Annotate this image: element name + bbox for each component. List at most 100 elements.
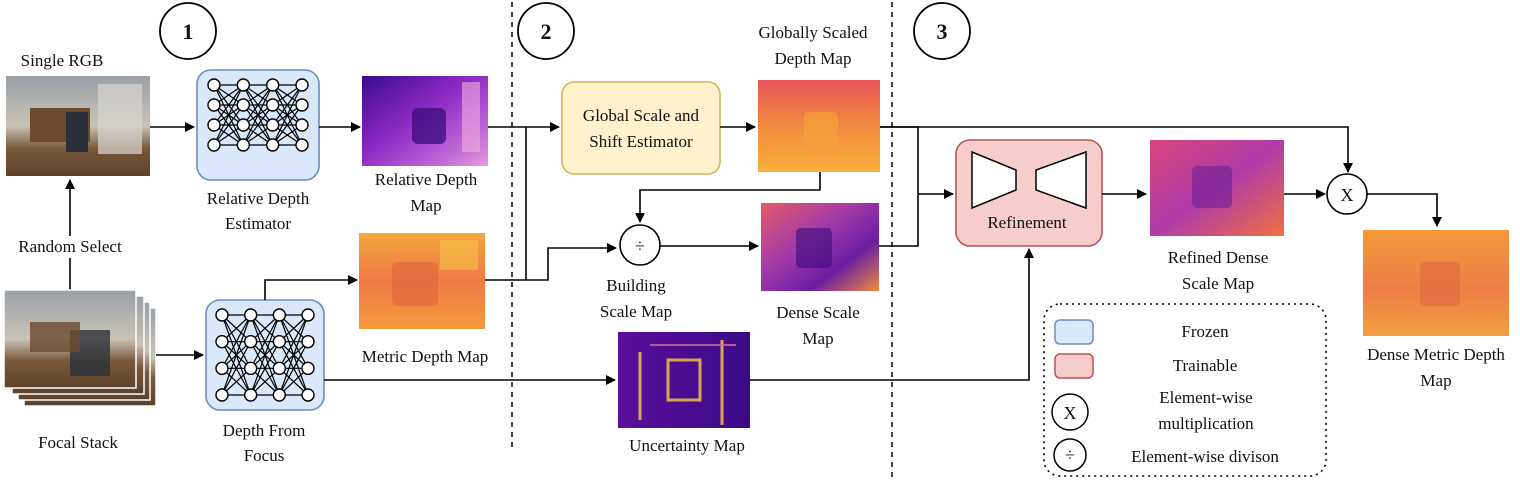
relative-depth-map-label-1: Relative Depth bbox=[375, 170, 478, 189]
network-edge bbox=[278, 314, 309, 369]
network-node bbox=[265, 118, 280, 132]
network-edge bbox=[213, 84, 244, 146]
legend-division-label: Element-wise divison bbox=[1131, 447, 1279, 466]
stage-1-number: 1 bbox=[183, 19, 194, 44]
network-node bbox=[215, 361, 229, 376]
depth-from-focus-label-2: Focus bbox=[244, 446, 285, 465]
globally-scaled-label-2: Depth Map bbox=[775, 49, 852, 68]
network-node bbox=[272, 334, 287, 349]
legend-multiply-symbol: X bbox=[1064, 403, 1077, 423]
network-node bbox=[272, 308, 287, 322]
network-edge bbox=[272, 104, 303, 146]
stage-2-marker: 2 bbox=[517, 2, 575, 60]
network-node bbox=[207, 118, 221, 132]
global-scale-label-1: Global Scale and bbox=[583, 106, 700, 125]
stage-1-marker: 1 bbox=[159, 2, 217, 60]
legend-trainable-label: Trainable bbox=[1173, 356, 1238, 375]
metric-depth-map-label: Metric Depth Map bbox=[362, 347, 489, 366]
network-node bbox=[272, 388, 287, 402]
focal-stack-label: Focal Stack bbox=[38, 433, 118, 452]
divide-operator: ÷ bbox=[619, 224, 661, 266]
network-edge bbox=[242, 104, 274, 146]
dense-scale-map-label-2: Map bbox=[802, 329, 833, 348]
legend-frozen-swatch bbox=[1054, 319, 1094, 345]
network-edge bbox=[221, 341, 252, 396]
network-node bbox=[295, 118, 309, 132]
legend-multiplication-label-1: Element-wise bbox=[1159, 388, 1252, 407]
global-scale-label-2: Shift Estimator bbox=[589, 132, 693, 151]
depth-from-focus-block bbox=[205, 299, 325, 411]
network-node bbox=[301, 361, 315, 376]
network-node bbox=[295, 78, 309, 92]
refinement-label: Refinement bbox=[987, 213, 1067, 232]
network-edge bbox=[221, 314, 252, 396]
decoder-shape bbox=[1035, 150, 1087, 210]
network-edge bbox=[221, 314, 252, 369]
network-node bbox=[295, 138, 309, 152]
network-node bbox=[215, 308, 229, 322]
legend-divide-symbol: ÷ bbox=[1065, 445, 1075, 465]
refined-map-label-2: Scale Map bbox=[1182, 274, 1254, 293]
legend: Frozen Trainable X Element-wise multipli… bbox=[1043, 303, 1327, 477]
building-scale-map-label-1: Building bbox=[606, 276, 666, 295]
network-edge bbox=[250, 314, 280, 396]
relative-depth-estimator-block bbox=[196, 69, 320, 181]
metric-depth-map-image bbox=[359, 233, 485, 329]
dff-to-metric-map-arrow bbox=[264, 275, 358, 300]
network-node bbox=[215, 388, 229, 402]
depth-from-focus-label-1: Depth From bbox=[223, 421, 306, 440]
network-node bbox=[243, 388, 258, 402]
network-node bbox=[243, 308, 258, 322]
relative-depth-map-label-2: Map bbox=[410, 196, 441, 215]
multiply-operator: X bbox=[1326, 173, 1368, 215]
network-edge bbox=[278, 341, 309, 396]
network-edge bbox=[242, 84, 274, 146]
global-map-to-refinement bbox=[880, 126, 919, 194]
network-node bbox=[236, 118, 251, 132]
network-node bbox=[215, 334, 229, 349]
legend-trainable-swatch bbox=[1054, 353, 1094, 379]
dense-scale-map-image bbox=[761, 203, 879, 291]
network-edge bbox=[213, 84, 244, 126]
random-select-label: Random Select bbox=[18, 237, 122, 256]
single-rgb-label: Single RGB bbox=[21, 51, 104, 70]
network-icon bbox=[207, 78, 309, 152]
network-node bbox=[236, 98, 251, 112]
network-edge bbox=[278, 314, 309, 396]
network-node bbox=[301, 388, 315, 402]
uncertainty-to-refinement-arrow bbox=[750, 248, 1034, 381]
network-node bbox=[301, 334, 315, 349]
dense-metric-depth-map-image bbox=[1363, 230, 1509, 336]
building-scale-map-label-2: Scale Map bbox=[600, 302, 672, 321]
bus-to-divide-arrow bbox=[526, 243, 617, 281]
network-node bbox=[207, 98, 221, 112]
legend-multiplication-label-2: multiplication bbox=[1158, 414, 1254, 433]
global-map-to-divide-arrow bbox=[635, 172, 821, 223]
network-edge bbox=[242, 84, 274, 126]
network-node bbox=[243, 361, 258, 376]
multiply-to-output-arrow bbox=[1367, 193, 1442, 227]
encoder-shape bbox=[971, 150, 1017, 210]
network-node bbox=[301, 308, 315, 322]
network-node bbox=[295, 98, 309, 112]
relative-depth-estimator-label-2: Estimator bbox=[225, 214, 291, 233]
network-edge bbox=[213, 104, 244, 146]
divide-symbol: ÷ bbox=[635, 236, 645, 256]
single-rgb-image bbox=[6, 76, 150, 176]
uncertainty-map-image bbox=[618, 332, 750, 428]
global-scale-shift-estimator-block: Global Scale and Shift Estimator bbox=[561, 81, 721, 175]
network-node bbox=[236, 78, 251, 92]
network-node bbox=[265, 138, 280, 152]
stage-3-marker: 3 bbox=[913, 2, 971, 60]
network-node bbox=[207, 78, 221, 92]
network-edge bbox=[272, 84, 303, 146]
dense-scale-map-label-1: Dense Scale bbox=[776, 303, 860, 322]
dense-metric-map-label-1: Dense Metric Depth bbox=[1367, 345, 1505, 364]
relative-depth-estimator-label-1: Relative Depth bbox=[207, 189, 310, 208]
network-node bbox=[272, 361, 287, 376]
legend-divide-circle bbox=[1053, 438, 1087, 472]
globally-scaled-depth-map-image bbox=[758, 80, 880, 172]
globally-scaled-label-1: Globally Scaled bbox=[758, 23, 868, 42]
network-icon bbox=[215, 308, 315, 402]
